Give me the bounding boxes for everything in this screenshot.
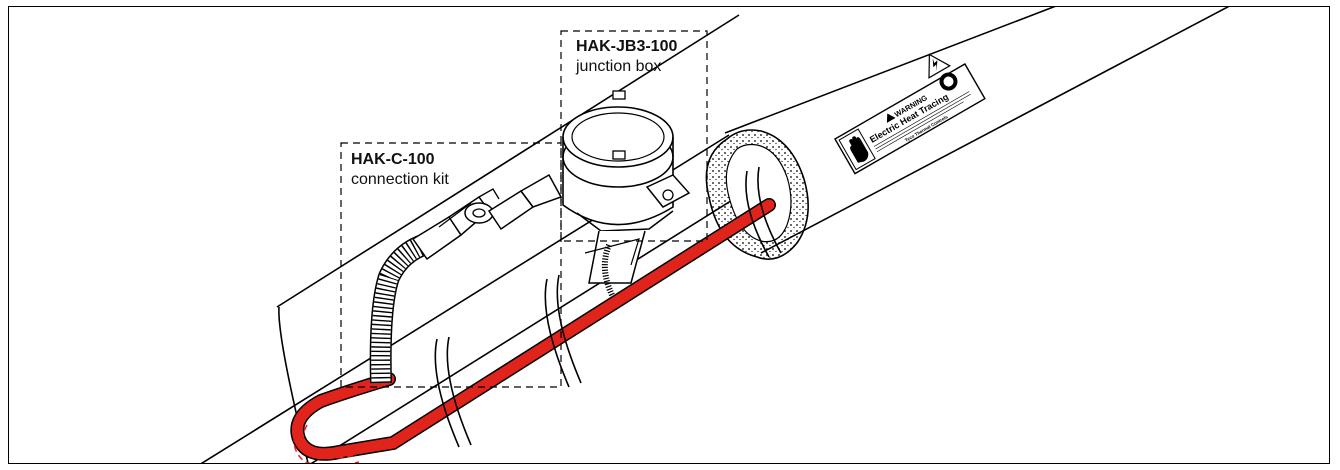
hose-clamp bbox=[601, 243, 616, 299]
junction-box-callout: HAK-JB3-100 junction box bbox=[576, 37, 677, 77]
connection-kit-body bbox=[411, 173, 563, 261]
connection-kit-callout-box bbox=[340, 142, 562, 388]
warning-triangle-icon bbox=[886, 113, 896, 123]
warning-label: WARNING Electric Heat Tracing Tyco Therm… bbox=[834, 53, 986, 175]
junction-box-callout-box bbox=[560, 30, 708, 242]
connection-kit-part-number: HAK-C-100 bbox=[351, 151, 435, 168]
heating-cable bbox=[290, 198, 776, 463]
connection-kit-callout: HAK-C-100 connection kit bbox=[351, 150, 449, 190]
junction-box-description: junction box bbox=[576, 58, 662, 75]
flexible-conduit bbox=[369, 232, 433, 384]
hand-warning-icon bbox=[849, 136, 869, 163]
bare-pipe bbox=[200, 14, 770, 463]
diagram-frame: WARNING Electric Heat Tracing Tyco Therm… bbox=[8, 6, 1330, 464]
junction-box-part-number: HAK-JB3-100 bbox=[576, 38, 678, 55]
no-open-icon bbox=[939, 72, 958, 91]
junction-box bbox=[562, 90, 691, 284]
connection-kit-description: connection kit bbox=[351, 171, 449, 188]
electrical-hazard-icon bbox=[928, 53, 951, 79]
insulated-pipe bbox=[724, 7, 1230, 254]
pipe-illustration: WARNING Electric Heat Tracing Tyco Therm… bbox=[200, 7, 1230, 463]
